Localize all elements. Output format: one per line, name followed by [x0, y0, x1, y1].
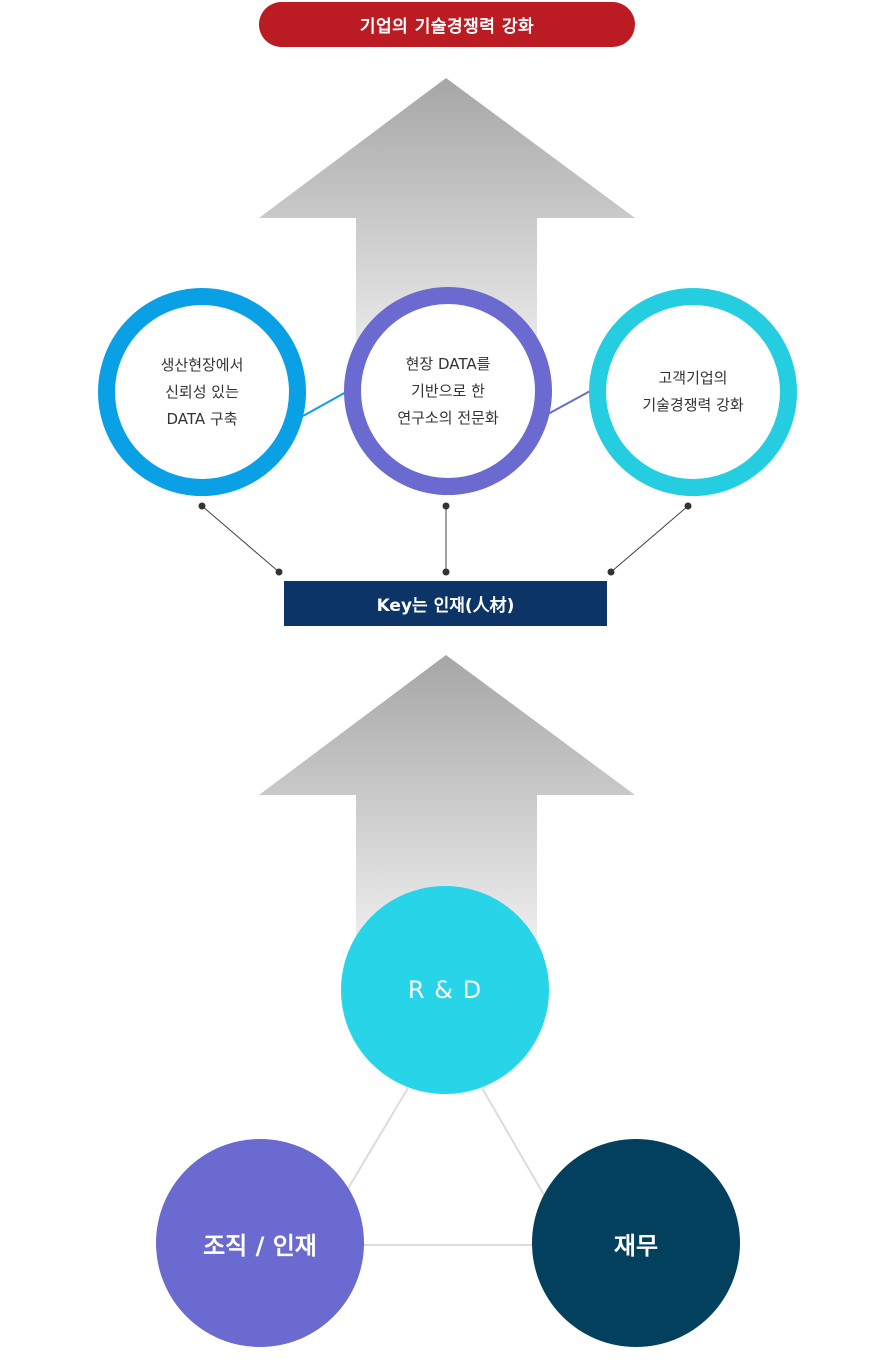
pillar-text-line: DATA 구축 [166, 409, 238, 428]
upper-arrow [259, 78, 635, 372]
pillar-text-line: 기술경쟁력 강화 [642, 396, 744, 414]
tri-line-left [345, 1087, 409, 1193]
connector-left [198, 502, 283, 576]
pillar-ring-data: 생산현장에서 신뢰성 있는 DATA 구축 [98, 288, 306, 496]
pillar-text-line: 생산현장에서 [160, 355, 244, 374]
foundation-finance: 재무 [532, 1139, 740, 1347]
pillar-ring-lab: 현장 DATA를 기반으로 한 연구소의 전문화 [344, 287, 552, 495]
pillar-text-line: 기반으로 한 [411, 381, 485, 400]
connector-center [442, 502, 450, 576]
link-center-right [547, 389, 593, 415]
lower-arrow [259, 655, 635, 950]
pillar-text-line: 연구소의 전문화 [397, 408, 499, 427]
connector-right [607, 502, 692, 576]
goal-title: 기업의 기술경쟁력 강화 [259, 2, 635, 47]
pillar-text-line: 고객기업의 [658, 369, 728, 387]
foundation-rnd: R & D [341, 886, 549, 1094]
link-left-center [302, 390, 349, 417]
foundation-org-talent: 조직 / 인재 [156, 1139, 364, 1347]
key-talent-bar: Key는 인재(人材) [284, 581, 607, 626]
tri-line-right [481, 1087, 545, 1196]
pillar-text-line: 현장 DATA를 [405, 354, 491, 373]
pillar-ring-customer: 고객기업의 기술경쟁력 강화 [589, 288, 797, 496]
pillar-text-line: 신뢰성 있는 [165, 382, 239, 401]
